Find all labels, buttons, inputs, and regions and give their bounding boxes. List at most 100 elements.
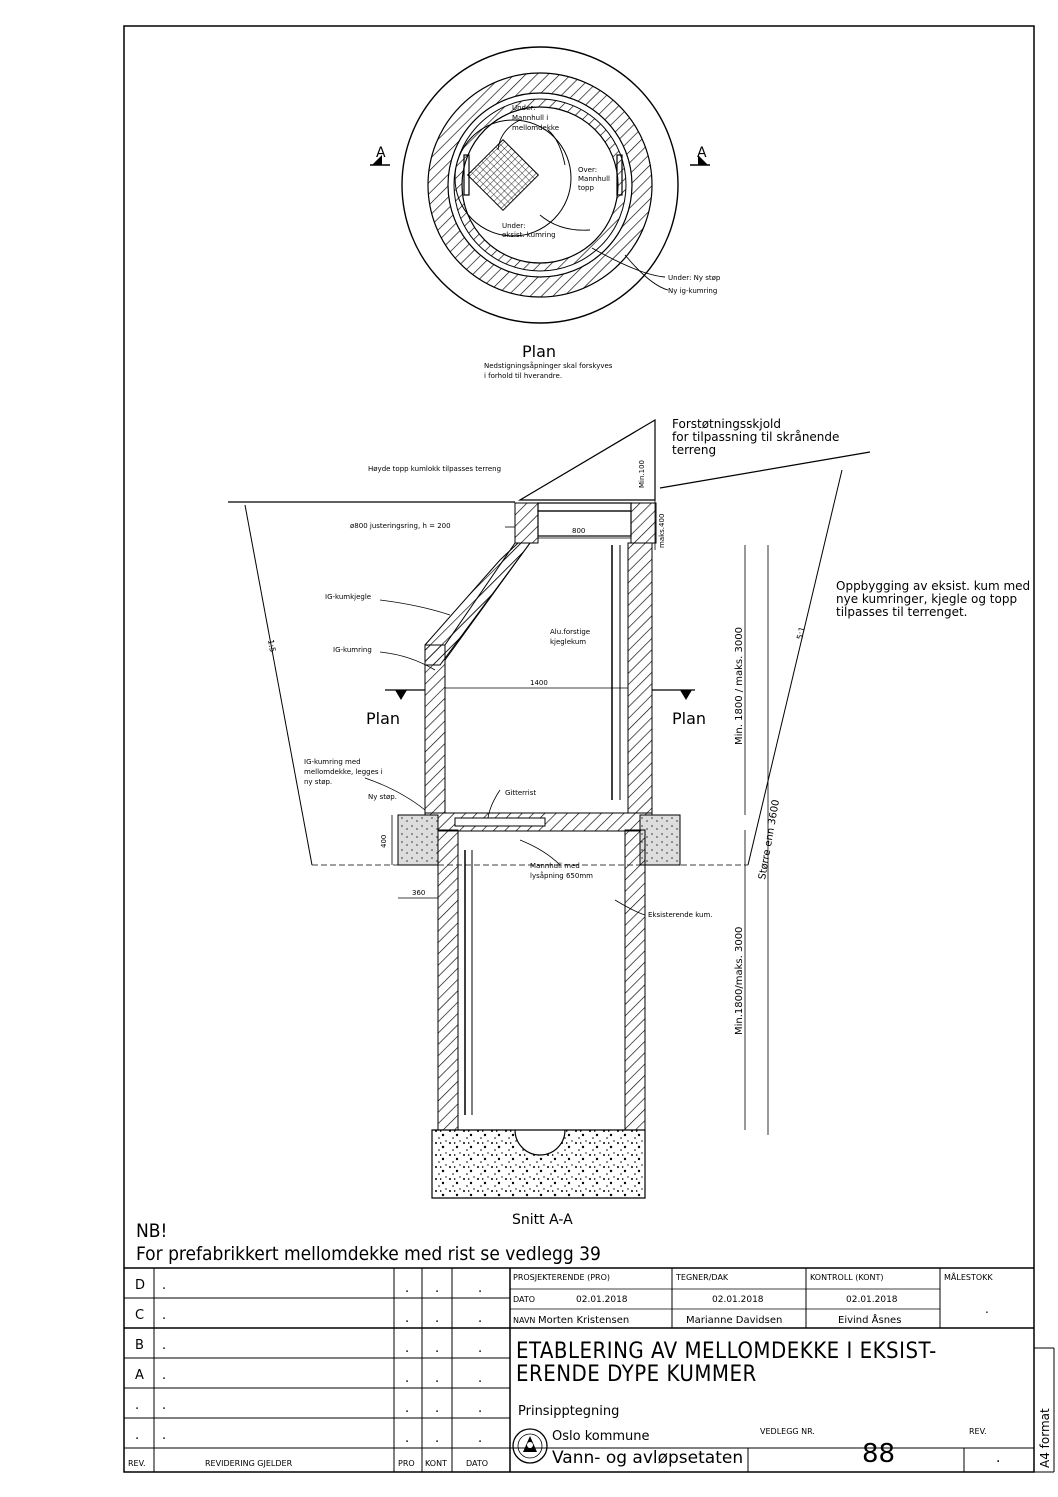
section-forstotning-2: for tilpassning til skrånende [672, 430, 839, 444]
tb-malestokk-label: MÅLESTOKK [944, 1271, 993, 1282]
section-alu-2: kjeglekum [550, 638, 586, 646]
section-alu-1: Alu.forstige [550, 628, 590, 636]
rev-row-3-rev: A [135, 1368, 144, 1383]
org-name-1: Oslo kommune [552, 1429, 650, 1444]
rev-row-2-dato: . [478, 1341, 482, 1356]
rev-row-1-rev: C [135, 1308, 144, 1323]
rev-row-1-text: . [162, 1308, 166, 1323]
section-eksisterende: Eksisterende kum. [648, 911, 713, 919]
section-ny-stop: Ny støp. [368, 793, 397, 801]
rev-row-0-kont: . [435, 1281, 439, 1296]
slope-left: 1:5 [266, 639, 277, 653]
rev-row-3-kont: . [435, 1371, 439, 1386]
oppbygging-1: Oppbygging av eksist. kum med [836, 579, 1030, 593]
slope-right: 5:1 [795, 626, 807, 641]
section-ig-mellom-3: ny støp. [304, 778, 332, 786]
plan-view [370, 46, 710, 324]
dim-1400: 1400 [530, 679, 548, 687]
tb-tegner-label: TEGNER/DAK [675, 1273, 729, 1282]
section-plan-right: Plan [672, 709, 706, 728]
rev-row-4-kont: . [435, 1401, 439, 1416]
section-forstotning-1: Forstøtningsskjold [672, 417, 781, 431]
plan-title: Plan [522, 342, 556, 361]
oppbygging-3: tilpasses til terrenget. [836, 605, 967, 619]
section-ig-kumkjegle: IG-kumkjegle [325, 593, 371, 601]
rev-header-dato: DATO [466, 1459, 488, 1468]
tb-dak-navn: Marianne Davidsen [686, 1315, 782, 1326]
rev-header-pro: PRO [398, 1459, 415, 1468]
dim-min100: Min.100 [638, 460, 646, 488]
tb-kontroll-label: KONTROLL (KONT) [810, 1273, 884, 1282]
dim-400: 400 [380, 835, 388, 848]
rev-row-4-pro: . [405, 1401, 409, 1416]
rev-header-kont: KONT [425, 1459, 447, 1468]
dim-lower: Min.1800/maks. 3000 [734, 927, 745, 1035]
rev-row-2-kont: . [435, 1341, 439, 1356]
section-title: Snitt A-A [512, 1212, 573, 1228]
section-forstotning-3: terreng [672, 443, 716, 457]
plan-label-under-ring-2: eksist. kumring [502, 231, 556, 239]
rev-row-3-pro: . [405, 1371, 409, 1386]
plan-label-ny-ig: Ny ig-kumring [668, 287, 717, 295]
rev-row-5-pro: . [405, 1431, 409, 1446]
rev-row-1-dato: . [478, 1311, 482, 1326]
vedlegg-value: 88 [862, 1439, 895, 1469]
rev-row-3-text: . [162, 1368, 166, 1383]
rev-label: REV. [969, 1427, 987, 1436]
tb-dato-label: DATO [513, 1295, 535, 1304]
format-label: A4 format [1038, 1408, 1052, 1468]
rev-row-0-pro: . [405, 1281, 409, 1296]
rev-row-3-dato: . [478, 1371, 482, 1386]
rev-row-5-kont: . [435, 1431, 439, 1446]
rev-row-2-pro: . [405, 1341, 409, 1356]
section-gitterrist: Gitterrist [505, 789, 536, 797]
tb-pro-navn: Morten Kristensen [538, 1315, 629, 1326]
section-justeringsring: ø800 justeringsring, h = 200 [350, 522, 451, 530]
tb-navn-label: NAVN [513, 1316, 535, 1325]
plan-label-under-mannhull-2: Mannhull i [512, 114, 548, 122]
plan-label-under-mannhull-1: Under: [512, 104, 535, 112]
plan-label-ny-stop: Under: Ny støp [668, 274, 721, 282]
section-plan-left: Plan [366, 709, 400, 728]
rev-row-4-dato: . [478, 1401, 482, 1416]
title-block-lines [124, 1267, 1055, 1473]
section-ig-kumring: IG-kumring [333, 646, 372, 654]
plan-label-under-ring-1: Under: [502, 222, 525, 230]
revision-table: D . . . . C . . . . B . . . . A . . . . … [128, 1278, 488, 1468]
rev-header-text: REVIDERING GJELDER [205, 1459, 293, 1468]
plan-note-line2: i forhold til hverandre. [484, 372, 562, 380]
plan-label-under-mannhull-3: mellomdekke [512, 124, 559, 132]
section-mannhull-2: lysåpning 650mm [530, 871, 593, 880]
nb-line1: NB! [136, 1220, 167, 1242]
rev-row-0-dato: . [478, 1281, 482, 1296]
rev-row-0-rev: D [135, 1278, 145, 1293]
plan-section-right: A [697, 145, 707, 161]
oppbygging-2: nye kumringer, kjegle og topp [836, 592, 1017, 606]
rev-row-4-rev: . [135, 1398, 139, 1413]
rev-row-2-rev: B [135, 1338, 144, 1353]
rev-value: . [996, 1450, 1000, 1466]
drawing-subtitle: Prinsipptegning [518, 1404, 619, 1419]
tb-dak-dato: 02.01.2018 [712, 1295, 764, 1305]
rev-row-1-kont: . [435, 1311, 439, 1326]
sheet-frame [123, 25, 1035, 1473]
section-ig-mellom-2: mellomdekke, legges i [304, 768, 383, 776]
dim-800: 800 [572, 527, 585, 535]
rev-row-0-text: . [162, 1278, 166, 1293]
section-view [228, 418, 871, 1199]
plan-note-line1: Nedstigningsåpninger skal forskyves [484, 361, 613, 370]
plan-section-left: A [376, 145, 386, 161]
rev-row-1-pro: . [405, 1311, 409, 1326]
nb-line2: For prefabrikkert mellomdekke med rist s… [136, 1243, 601, 1265]
org-name-2: Vann- og avløpsetaten [552, 1448, 743, 1468]
tb-malestokk-value: . [985, 1302, 989, 1316]
vedlegg-label: VEDLEGG NR. [760, 1427, 815, 1436]
rev-row-5-text: . [162, 1428, 166, 1443]
rev-row-5-dato: . [478, 1431, 482, 1446]
dim-360: 360 [412, 889, 425, 897]
tb-proj-label: PROSJEKTERENDE (PRO) [513, 1273, 610, 1282]
plan-label-over-2: Mannhull [578, 175, 610, 183]
dim-maks400: maks.400 [658, 514, 666, 548]
rev-header-rev: REV. [128, 1459, 146, 1468]
